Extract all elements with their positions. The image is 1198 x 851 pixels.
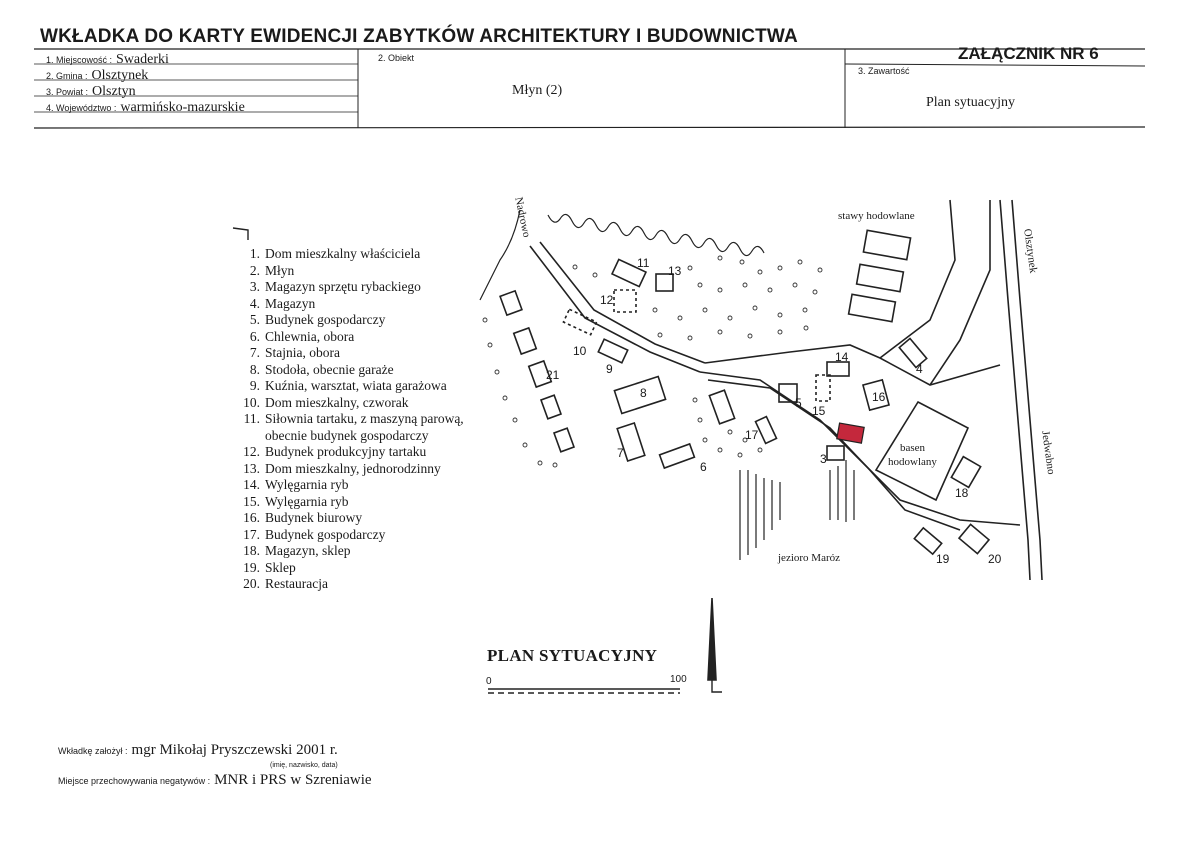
field-value: Olsztynek: [91, 68, 149, 83]
building-number: 18: [955, 486, 969, 500]
field-label: 2. Gmina :: [46, 71, 88, 81]
field-wojewodztwo: 4. Województwo : warmińsko-mazurskie: [46, 98, 245, 116]
tree-dots: [482, 255, 823, 468]
scale-start-label: 0: [486, 676, 492, 687]
road-ponds: [879, 199, 956, 359]
footer-storage: Miejsce przechowywania negatywów : MNR i…: [58, 771, 372, 789]
forest-edge-west: [479, 209, 521, 301]
legend-item-continuation: obecnie budynek gospodarczy: [265, 427, 429, 443]
building-number: 3: [820, 452, 827, 466]
legend-item: 10.Dom mieszkalny, czworak: [243, 394, 409, 410]
author-hint: (imię, nazwisko, data): [270, 762, 338, 769]
author-label: Wkładkę założył :: [58, 746, 128, 756]
building-number: 17: [745, 428, 759, 442]
building-number: 16: [872, 390, 886, 404]
legend-item: 17.Budynek gospodarczy: [243, 526, 386, 542]
field-miejscowosc: 1. Miejscowość : Swaderki: [46, 50, 169, 68]
storage-label: Miejsce przechowywania negatywów :: [58, 776, 211, 786]
legend-item: 7.Stajnia, obora: [249, 345, 340, 360]
field-powiat: 3. Powiat : Olsztyn: [46, 82, 136, 100]
plan-title: PLAN SYTUACYJNY: [487, 646, 658, 665]
building-number: 7: [617, 446, 624, 460]
footer-author: Wkładkę założył : mgr Mikołaj Pryszczews…: [58, 741, 338, 759]
building-number: 20: [988, 552, 1002, 566]
content-label: 3. Zawartość: [858, 66, 910, 76]
building-number: 10: [573, 344, 587, 358]
legend-item: 12.Budynek produkcyjny tartaku: [243, 444, 427, 459]
legend-item: 13.Dom mieszkalny, jednorodzinny: [243, 460, 441, 476]
building-number: 6: [700, 460, 707, 474]
building-legend: 1.Dom mieszkalny właściciela 2.Młyn 3.Ma…: [238, 246, 464, 593]
field-value: Swaderki: [116, 52, 169, 67]
content-value: Plan sytuacyjny: [926, 95, 1016, 110]
legend-item: 11.Siłownia tartaku, z maszyną parową,: [243, 411, 464, 426]
highlighted-mill-building: [836, 422, 865, 444]
field-gmina: 2. Gmina : Olsztynek: [46, 66, 148, 84]
document-title: WKŁADKA DO KARTY EWIDENCJI ZABYTKÓW ARCH…: [40, 26, 798, 47]
field-label: 3. Powiat :: [46, 87, 89, 97]
storage-value: MNR i PRS w Szreniawie: [214, 772, 372, 788]
road-ponds-edge: [929, 200, 991, 386]
field-value: Olsztyn: [92, 84, 136, 99]
building-number: 13: [668, 264, 682, 278]
field-value: warmińsko-mazurskie: [120, 100, 245, 115]
road-south-edge: [707, 379, 961, 531]
legend-item: 2.Młyn: [249, 262, 295, 278]
ponds-label: stawy hodowlane: [838, 210, 915, 222]
road-nadrowo-edge: [539, 241, 706, 364]
building-number: 9: [606, 362, 613, 376]
north-arrow: [707, 597, 717, 681]
object-label: 2. Obiekt: [378, 53, 415, 63]
legend-item: 6.Chlewnia, obora: [249, 328, 355, 344]
legend-item: 4.Magazyn: [249, 295, 316, 311]
building-number: 19: [936, 552, 950, 566]
fish-basin: [874, 400, 970, 502]
building-number: 4: [916, 362, 923, 376]
legend-item: 8.Stodoła, obecnie garaże: [249, 361, 394, 377]
field-label: 1. Miejscowość :: [46, 55, 113, 65]
basin-label-line1: basen: [900, 442, 926, 454]
header-grid: [33, 48, 1146, 129]
building-number: 21: [546, 368, 560, 382]
object-value: Młyn (2): [512, 83, 563, 98]
legend-item: 19.Sklep: [243, 559, 296, 575]
building-number: 8: [640, 386, 647, 400]
legend-item: 20.Restauracja: [243, 576, 328, 591]
legend-item: 14.Wylęgarnia ryb: [243, 477, 349, 492]
legend-item: 3.Magazyn sprzętu rybackiego: [249, 279, 421, 294]
forest-edge: [547, 213, 765, 257]
road-jedwabno-edge: [1011, 199, 1043, 581]
building-number: 5: [795, 396, 802, 410]
legend-item: 1.Dom mieszkalny właściciela: [249, 246, 421, 261]
legend-item: 18.Magazyn, sklep: [243, 543, 351, 558]
building-number: 12: [600, 293, 614, 307]
road-nadrowo: [529, 245, 701, 373]
road-jedwabno: [999, 199, 1031, 581]
author-value: mgr Mikołaj Pryszczewski 2001 r.: [131, 742, 338, 758]
lake-label: jezioro Maróz: [778, 552, 840, 564]
legend-item: 15.Wylęgarnia ryb: [243, 493, 349, 509]
building-number: 14: [835, 350, 849, 364]
road-main: [704, 344, 1001, 386]
legend-item: 9.Kuźnia, warsztat, wiata garażowa: [249, 378, 447, 393]
basin-label-line2: hodowlany: [888, 456, 937, 468]
scale-end-label: 100: [670, 674, 687, 685]
field-label: 4. Województwo :: [46, 103, 117, 113]
building-number: 15: [812, 404, 826, 418]
legend-item: 16.Budynek biurowy: [243, 510, 363, 525]
legend-item: 5.Budynek gospodarczy: [249, 312, 386, 327]
building-number: 11: [637, 256, 650, 270]
